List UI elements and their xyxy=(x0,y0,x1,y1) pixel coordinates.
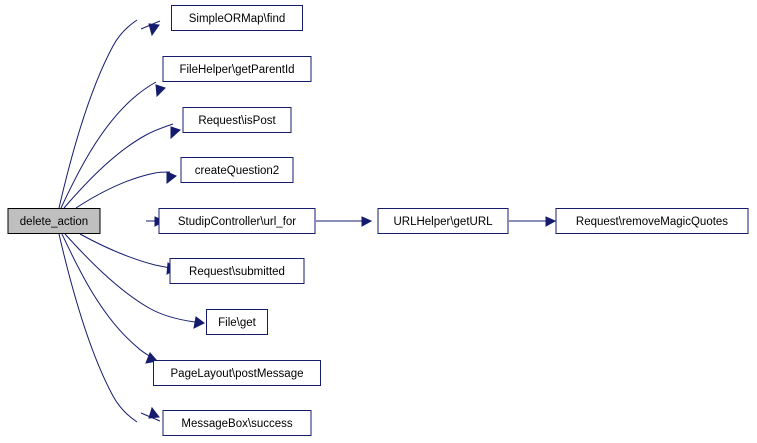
edge-root-to-ispost xyxy=(63,123,181,209)
node-simpleormap-find[interactable]: SimpleORMap\find xyxy=(171,5,303,31)
node-label-request-removemagicquotes: Request\removeMagicQuotes xyxy=(576,216,728,228)
edge-url-for-to-geturl xyxy=(316,216,373,227)
node-label-simpleormap-find: SimpleORMap\find xyxy=(189,13,286,25)
node-label-delete-action: delete_action xyxy=(20,216,88,228)
node-messagebox-success[interactable]: MessageBox\success xyxy=(162,410,312,436)
node-studipcontroller-url-for[interactable]: StudipController\url_for xyxy=(158,208,316,234)
node-label-createquestion2: createQuestion2 xyxy=(195,165,279,177)
edge-root-to-postmessage xyxy=(61,233,158,364)
node-label-request-submitted: Request\submitted xyxy=(189,266,285,278)
edge-geturl-to-removemagicquotes xyxy=(509,216,557,227)
node-label-filehelper-getparentid: FileHelper\getParentId xyxy=(179,64,294,76)
edge-root-to-fileget xyxy=(64,233,205,329)
node-label-urlhelper-geturl: URLHelper\getURL xyxy=(393,216,493,228)
node-label-studipcontroller-url-for: StudipController\url_for xyxy=(178,216,296,228)
node-file-get[interactable]: File\get xyxy=(206,309,268,335)
node-request-submitted[interactable]: Request\submitted xyxy=(169,258,305,284)
edge-root-to-submitted xyxy=(79,233,177,275)
node-urlhelper-geturl[interactable]: URLHelper\getURL xyxy=(377,208,509,234)
node-label-request-ispost: Request\isPost xyxy=(198,115,276,127)
node-label-file-get: File\get xyxy=(218,317,257,329)
node-pagelayout-postmessage[interactable]: PageLayout\postMessage xyxy=(153,360,321,386)
edge-root-to-success xyxy=(58,233,161,423)
node-createquestion2[interactable]: createQuestion2 xyxy=(180,157,294,183)
node-label-pagelayout-postmessage: PageLayout\postMessage xyxy=(171,368,304,380)
edge-root-to-find xyxy=(58,19,161,209)
edges-layer xyxy=(58,19,557,423)
edge-root-to-createquestion2 xyxy=(75,171,177,209)
node-label-messagebox-success: MessageBox\success xyxy=(181,418,292,430)
nodes-layer: delete_action SimpleORMap\find FileHelpe… xyxy=(7,5,749,436)
node-filehelper-getparentid[interactable]: FileHelper\getParentId xyxy=(162,56,312,82)
edge-root-to-getparentid xyxy=(60,81,166,209)
node-request-ispost[interactable]: Request\isPost xyxy=(182,107,292,133)
node-request-removemagicquotes[interactable]: Request\removeMagicQuotes xyxy=(555,208,749,234)
node-delete-action[interactable]: delete_action xyxy=(7,208,101,234)
